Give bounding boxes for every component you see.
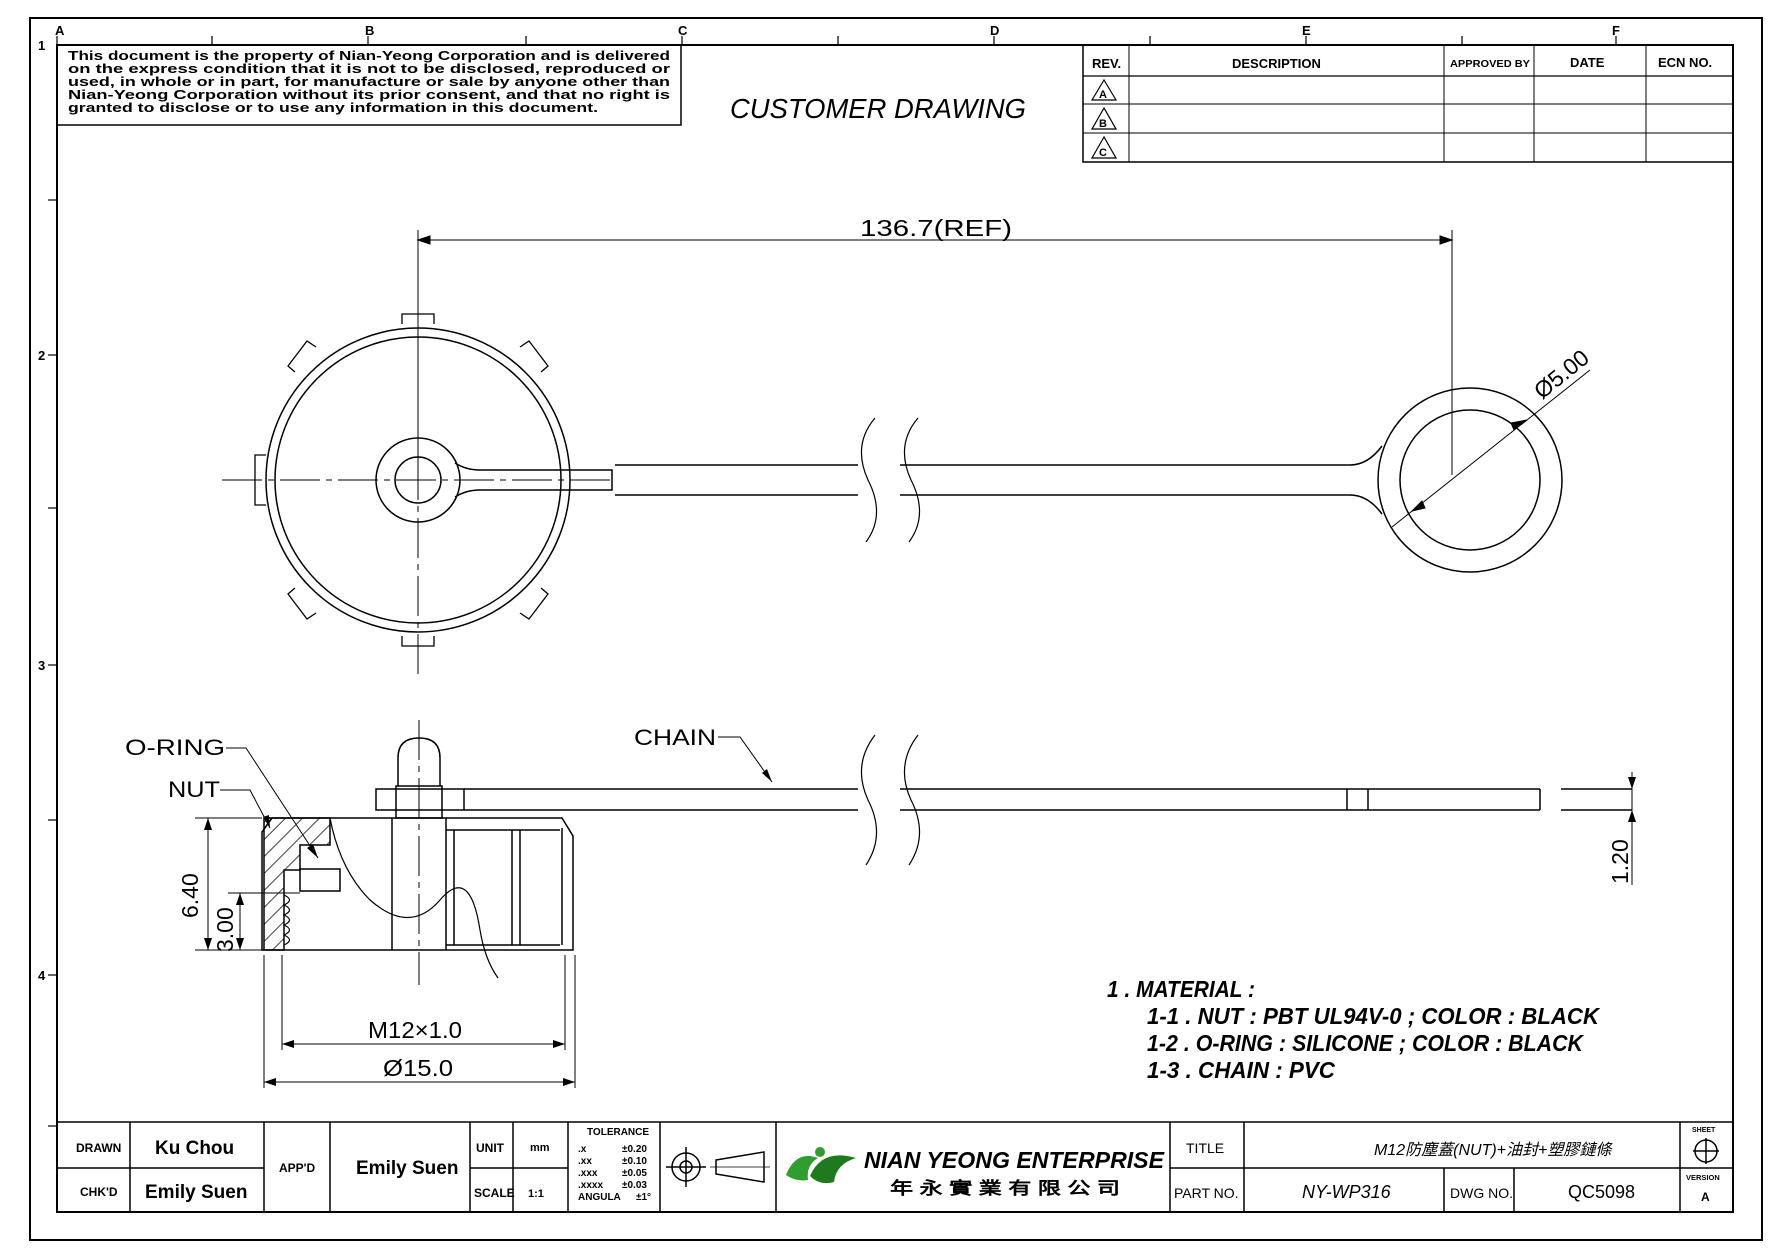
dwg-no-label: DWG NO. <box>1450 1185 1513 1201</box>
projection-symbol-icon <box>666 1147 770 1187</box>
callout-leaders <box>220 736 773 859</box>
zone-col-c: C <box>678 23 688 38</box>
scale-label: SCALE <box>474 1186 515 1200</box>
revision-table: REV. DESCRIPTION APPROVED BY DATE ECN NO… <box>1082 44 1734 163</box>
part-no-value: NY-WP316 <box>1302 1182 1392 1202</box>
overall-length-label: 136.7(REF) <box>860 215 1012 241</box>
thread-label: M12×1.0 <box>368 1017 462 1043</box>
company-logo-icon <box>786 1147 856 1184</box>
tol-key-2: .xx <box>578 1156 592 1167</box>
title-value: M12防塵蓋(NUT)+油封+塑膠鏈條 <box>1374 1141 1613 1159</box>
tol-val-1: ±0.20 <box>622 1144 647 1155</box>
notice-line-3: used, in whole or in part, for manufactu… <box>68 75 670 89</box>
notice-line-1: This document is the property of Nian-Ye… <box>68 49 670 63</box>
title-label: TITLE <box>1186 1140 1224 1156</box>
notice-line-4: Nian-Yeong Corporation without its prior… <box>68 88 670 102</box>
version-label: VERSION <box>1686 1173 1720 1182</box>
zone-col-f: F <box>1612 23 1620 38</box>
date-header: DATE <box>1570 55 1605 70</box>
dim-bottom <box>263 955 576 1088</box>
tol-key-5: ANGULA <box>578 1192 621 1203</box>
rev-header: REV. <box>1092 56 1121 71</box>
note-oring: 1-2 . O-RING : SILICONE ; COLOR : BLACK <box>1147 1030 1584 1056</box>
dim-chain-thickness-arrows <box>1628 777 1636 822</box>
chkd-value: Emily Suen <box>145 1182 247 1203</box>
dim-overall-length <box>416 230 1454 475</box>
side-view <box>261 734 1632 979</box>
dim-bottom-arrows <box>264 1040 575 1086</box>
rev-a: A <box>1099 89 1107 101</box>
dwg-no-value: QC5098 <box>1568 1182 1635 1202</box>
zone-col-d: D <box>990 23 999 38</box>
tolerance-label: TOLERANCE <box>587 1127 649 1138</box>
zone-row-1: 1 <box>38 38 45 53</box>
company-name-cn: 年 永 實 業 有 限 公 司 <box>890 1178 1120 1198</box>
zone-row-4: 4 <box>38 968 46 983</box>
rev-c: C <box>1099 147 1107 159</box>
sheet-symbol-icon <box>1693 1138 1719 1164</box>
notice-line-2: on the express condition that it is not … <box>68 62 670 76</box>
zone-col-a: A <box>55 23 65 38</box>
section-hatch <box>263 817 341 951</box>
tol-val-4: ±0.03 <box>622 1180 647 1191</box>
version-value: A <box>1701 1190 1710 1204</box>
top-view <box>254 313 1563 647</box>
zone-col-e: E <box>1302 23 1311 38</box>
note-heading: 1 . MATERIAL : <box>1107 976 1255 1002</box>
callout-arrowheads <box>263 769 772 858</box>
zone-row-2: 2 <box>38 348 45 363</box>
dim-ring-diameter <box>1391 369 1591 528</box>
chkd-label: CHK'D <box>80 1185 118 1199</box>
oring-callout: O-RING <box>125 735 225 760</box>
material-notes: 1 . MATERIAL : 1-1 . NUT : PBT UL94V-0 ;… <box>1107 976 1600 1083</box>
sheet-label: SHEET <box>1692 1127 1716 1134</box>
ownership-notice: This document is the property of Nian-Ye… <box>56 44 682 126</box>
tol-key-3: .xxx <box>578 1168 598 1179</box>
zone-col-b: B <box>365 23 374 38</box>
tol-val-3: ±0.05 <box>622 1168 647 1179</box>
drawn-value: Ku Chou <box>155 1138 234 1159</box>
company-name: NIAN YEONG ENTERPRISE <box>864 1147 1165 1173</box>
chain-thickness-label: 1.20 <box>1607 839 1633 884</box>
note-chain: 1-3 . CHAIN : PVC <box>1147 1057 1335 1083</box>
scale-value: 1:1 <box>528 1188 544 1200</box>
zone-ticks <box>48 36 1617 1127</box>
thread-depth-label: 3.00 <box>212 907 238 952</box>
tol-val-2: ±0.10 <box>622 1156 647 1167</box>
customer-drawing-heading: CUSTOMER DRAWING <box>730 93 1026 124</box>
zone-row-3: 3 <box>38 658 45 673</box>
approved-by-header: APPROVED BY <box>1450 59 1530 70</box>
unit-value: mm <box>530 1142 550 1154</box>
tol-key-1: .x <box>578 1144 587 1155</box>
center-lines <box>222 286 612 680</box>
height-label: 6.40 <box>177 873 203 918</box>
tol-key-4: .xxxx <box>578 1180 603 1191</box>
tol-val-5: ±1° <box>636 1192 651 1203</box>
appd-value: Emily Suen <box>356 1158 458 1179</box>
outer-diameter-label: Ø15.0 <box>383 1055 453 1081</box>
drawn-label: DRAWN <box>76 1141 121 1155</box>
unit-label: UNIT <box>476 1141 505 1155</box>
notice-line-5: granted to disclose or to use any inform… <box>68 101 598 115</box>
title-block <box>56 1121 1734 1213</box>
outer-frame <box>29 17 1763 1241</box>
ecn-header: ECN NO. <box>1658 55 1712 70</box>
nut-callout: NUT <box>168 777 220 802</box>
appd-label: APP'D <box>279 1161 316 1175</box>
part-no-label: PART NO. <box>1174 1185 1239 1201</box>
note-nut: 1-1 . NUT : PBT UL94V-0 ; COLOR : BLACK <box>1147 1003 1600 1029</box>
rev-b: B <box>1099 118 1107 130</box>
dim-height-arrows <box>204 818 244 950</box>
chain-callout: CHAIN <box>634 725 716 750</box>
description-header: DESCRIPTION <box>1232 56 1321 71</box>
